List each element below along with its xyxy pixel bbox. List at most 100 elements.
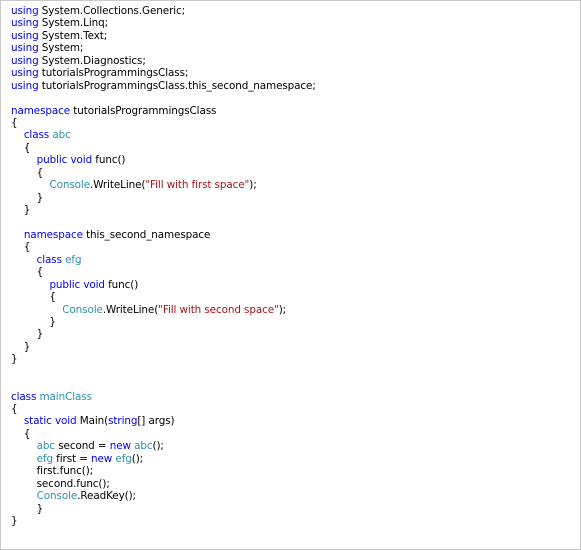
code-line: { [11, 266, 316, 278]
code-text: } [11, 502, 44, 515]
keyword-token: new [109, 440, 131, 453]
keyword-token: new [91, 452, 113, 465]
code-line: { [11, 428, 316, 440]
code-text: { [11, 403, 18, 415]
code-text [11, 129, 24, 141]
type-token: efg [36, 452, 53, 465]
code-line: } [11, 353, 316, 365]
code-line: { [11, 403, 316, 415]
code-text: (); [131, 452, 144, 465]
code-text: { [11, 116, 18, 129]
code-text: System.Collections.Generic; [38, 5, 186, 17]
code-line: { [11, 167, 316, 179]
keyword-token: using [11, 17, 39, 30]
code-line: class efg [11, 254, 316, 266]
code-line: using System.Linq; [11, 17, 316, 29]
code-text [11, 254, 37, 266]
code-line: } [11, 204, 316, 216]
code-line: { [11, 142, 316, 154]
keyword-token: using [11, 54, 39, 67]
code-line: Console.WriteLine("Fill with first space… [11, 179, 316, 191]
code-text [11, 279, 49, 291]
code-text: [] args) [137, 415, 175, 428]
code-text: .ReadKey(); [77, 490, 136, 503]
code-line [11, 92, 316, 104]
keyword-token: string [108, 415, 138, 428]
code-text: .WriteLine( [102, 303, 159, 316]
keyword-token: namespace [11, 104, 71, 117]
code-line: public void func() [11, 279, 316, 291]
code-text: func() [92, 154, 126, 167]
type-token: abc [52, 129, 71, 142]
code-text: tutorialsProgrammingsClass.this_second_n… [38, 79, 316, 92]
code-line: } [11, 328, 316, 340]
code-line: namespace this_second_namespace [11, 229, 316, 241]
keyword-token: static [23, 415, 52, 428]
code-text: { [11, 241, 31, 254]
code-line: public void func() [11, 154, 316, 166]
type-token: Console [49, 179, 90, 192]
code-text [11, 415, 24, 427]
code-line [11, 378, 316, 390]
code-line [11, 366, 316, 378]
keyword-token: class [11, 390, 37, 403]
code-text: Main( [76, 415, 109, 428]
code-text: } [11, 514, 18, 527]
code-text: { [11, 166, 44, 179]
code-text: func() [104, 278, 139, 291]
string-token: "Fill with first space" [145, 179, 250, 192]
code-text: System; [38, 42, 84, 55]
code-line: efg first = new efg(); [11, 453, 316, 465]
keyword-token: namespace [23, 228, 83, 241]
type-token: mainClass [39, 390, 93, 403]
type-token: Console [62, 303, 103, 316]
keyword-token: using [11, 42, 39, 55]
code-text: ); [249, 179, 257, 192]
code-text: tutorialsProgrammingsClass [70, 104, 217, 117]
code-line [11, 216, 316, 228]
code-line: using tutorialsProgrammingsClass.this_se… [11, 80, 316, 92]
keyword-token: public [49, 278, 81, 291]
code-line: abc second = new abc(); [11, 440, 316, 452]
code-text: } [11, 340, 31, 353]
code-line: } [11, 341, 316, 353]
code-text [11, 304, 62, 316]
keyword-token: void [70, 154, 93, 167]
code-text: System.Diagnostics; [38, 54, 146, 67]
code-line: static void Main(string[] args) [11, 415, 316, 427]
code-line: using System.Diagnostics; [11, 55, 316, 67]
code-line: { [11, 241, 316, 253]
type-token: abc [36, 440, 56, 453]
code-text: second.func(); [11, 477, 110, 490]
keyword-token: using [11, 5, 39, 17]
code-text [11, 490, 37, 502]
code-line: first.func(); [11, 465, 316, 477]
code-text: (); [152, 440, 164, 453]
code-line: namespace tutorialsProgrammingsClass [11, 105, 316, 117]
code-line: using System.Collections.Generic; [11, 5, 316, 17]
code-line: } [11, 515, 316, 527]
type-token: efg [65, 253, 82, 266]
code-block[interactable]: using System.Collections.Generic;using S… [11, 5, 316, 527]
code-text [11, 179, 49, 191]
code-line: } [11, 192, 316, 204]
code-text: { [11, 266, 44, 279]
code-line: class abc [11, 129, 316, 141]
code-line: class mainClass [11, 391, 316, 403]
code-text: first = [52, 452, 92, 465]
keyword-token: using [11, 79, 39, 92]
code-text: second = [55, 440, 110, 453]
keyword-token: class [36, 253, 62, 266]
code-line: using System; [11, 42, 316, 54]
code-text: } [11, 191, 44, 204]
keyword-token: void [54, 415, 77, 428]
code-line: using tutorialsProgrammingsClass; [11, 67, 316, 79]
code-line: } [11, 503, 316, 515]
code-line: using System.Text; [11, 30, 316, 42]
code-line: Console.ReadKey(); [11, 490, 316, 502]
code-line: { [11, 291, 316, 303]
type-token: efg [115, 452, 132, 465]
code-text: ); [278, 303, 287, 316]
code-text: { [11, 141, 31, 154]
